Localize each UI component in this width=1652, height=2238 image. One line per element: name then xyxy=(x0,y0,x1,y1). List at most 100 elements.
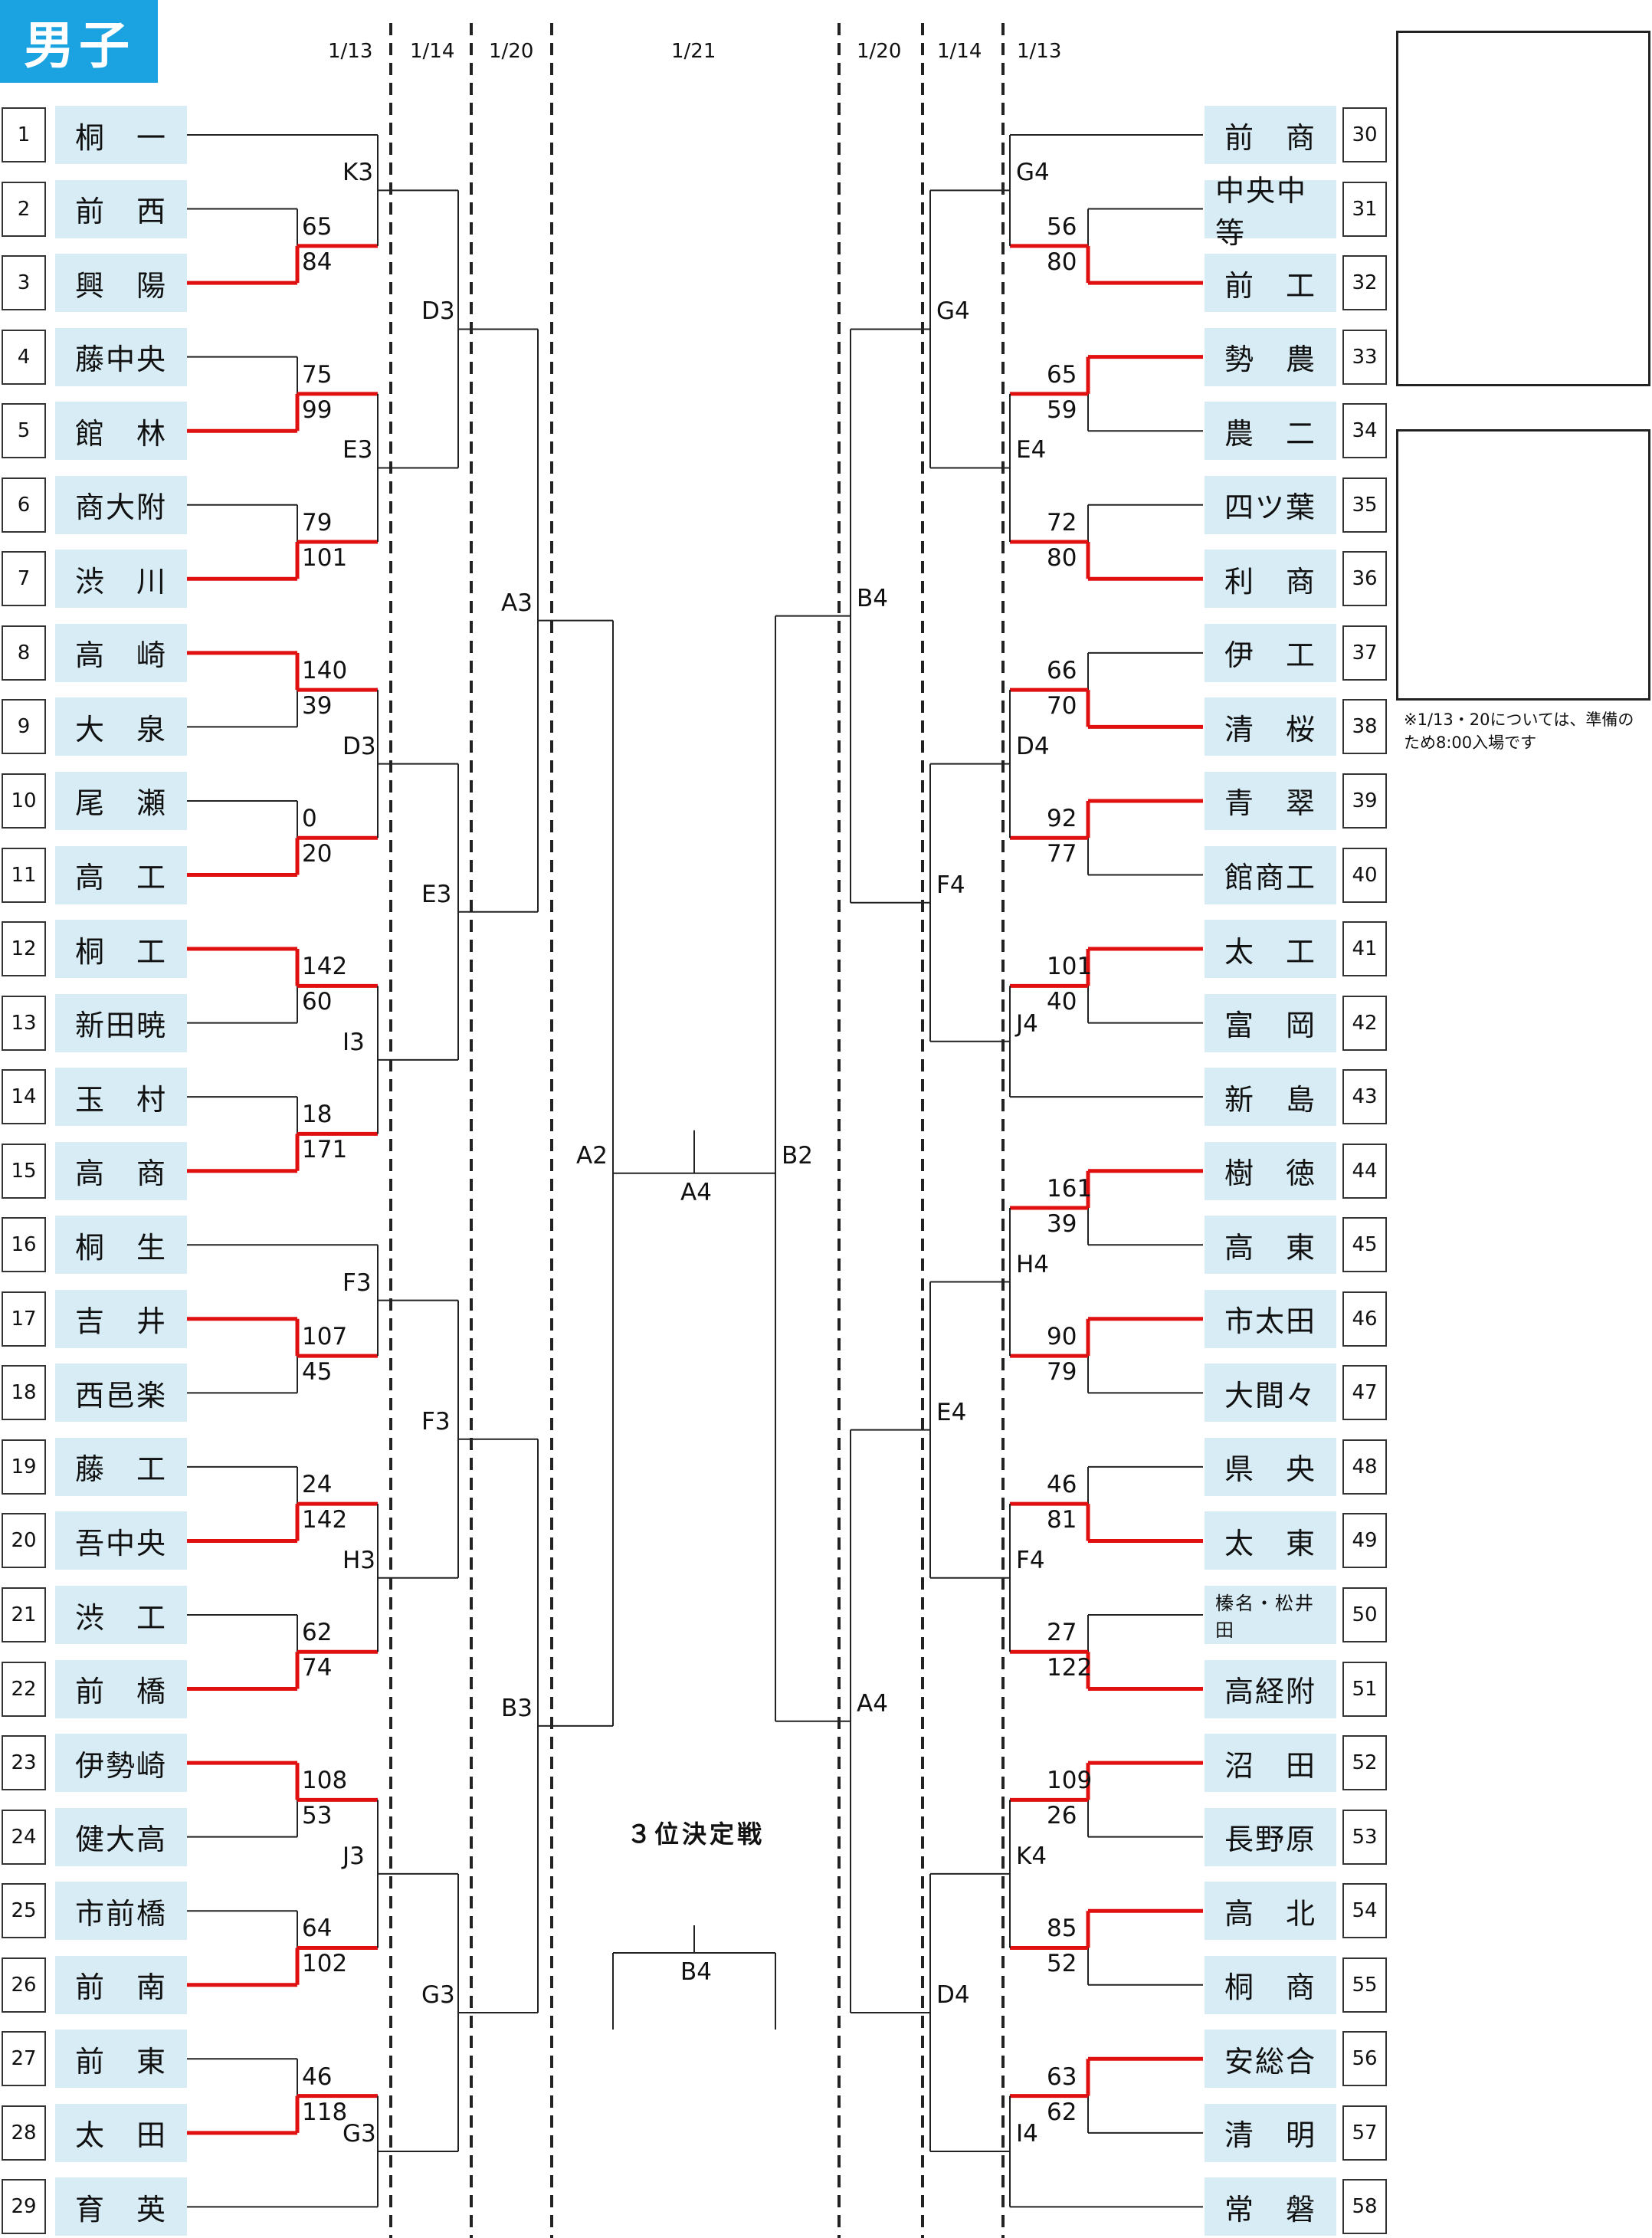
score-top: 101 xyxy=(1047,953,1093,981)
page-title: 男子 xyxy=(0,0,158,83)
seed-number: 44 xyxy=(1342,1143,1387,1199)
seed-number: 31 xyxy=(1342,181,1387,237)
seed-number: 47 xyxy=(1342,1365,1387,1421)
score-top: 75 xyxy=(302,360,333,389)
seed-number: 39 xyxy=(1342,773,1387,829)
score-top: 27 xyxy=(1047,1619,1077,1647)
seed-number: 58 xyxy=(1342,2179,1387,2235)
seed-number: 28 xyxy=(2,2105,46,2161)
score-bottom: 26 xyxy=(1047,1802,1077,1830)
score-top: 90 xyxy=(1047,1323,1077,1351)
score-bottom: 20 xyxy=(302,840,333,868)
seed-number: 50 xyxy=(1342,1587,1387,1642)
game-code: H3 xyxy=(343,1546,376,1574)
team-name: 利 商 xyxy=(1205,550,1336,609)
team-name: 市前橋 xyxy=(55,1882,187,1941)
score-top: 64 xyxy=(302,1915,333,1943)
team-name: 前 西 xyxy=(55,179,187,238)
seed-number: 24 xyxy=(2,1809,46,1865)
game-code: G3 xyxy=(343,2119,376,2148)
score-top: 107 xyxy=(302,1323,348,1351)
score-bottom: 60 xyxy=(302,988,333,1016)
third-place-title: ３位決定戦 xyxy=(627,1820,765,1849)
date-left-r3: 1/20 xyxy=(489,40,534,63)
seed-number: 35 xyxy=(1342,477,1387,533)
seed-number: 33 xyxy=(1342,329,1387,385)
team-name: 桐 生 xyxy=(55,1216,187,1275)
team-name: 大間々 xyxy=(1205,1363,1336,1423)
team-name: 前 橋 xyxy=(55,1659,187,1718)
score-bottom: 62 xyxy=(1047,2098,1077,2126)
game-code: F3 xyxy=(343,1268,372,1297)
game-code: G4 xyxy=(1016,159,1050,187)
game-code: D3 xyxy=(343,732,376,760)
team-name: 渋 工 xyxy=(55,1586,187,1644)
game-code: F3 xyxy=(421,1407,451,1436)
seed-number: 9 xyxy=(2,699,46,755)
seed-number: 22 xyxy=(2,1661,46,1717)
game-code: H4 xyxy=(1016,1250,1050,1278)
team-name: 吾中央 xyxy=(55,1511,187,1570)
game-code: E3 xyxy=(421,880,452,908)
team-name: 桐 一 xyxy=(55,106,187,164)
team-name: 県 央 xyxy=(1205,1437,1336,1496)
semifinal-code-left: A2 xyxy=(576,1141,608,1170)
seed-number: 3 xyxy=(2,255,46,311)
score-top: 92 xyxy=(1047,805,1077,833)
team-name: 常 磐 xyxy=(1205,2177,1336,2236)
seed-number: 1 xyxy=(2,107,46,162)
team-name: 館 林 xyxy=(55,402,187,461)
seed-number: 5 xyxy=(2,403,46,459)
score-top: 63 xyxy=(1047,2062,1077,2091)
seed-number: 46 xyxy=(1342,1291,1387,1347)
team-name: 桐 商 xyxy=(1205,1955,1336,2014)
game-code: A3 xyxy=(501,589,533,617)
team-name: 西邑楽 xyxy=(55,1363,187,1423)
seed-number: 36 xyxy=(1342,551,1387,607)
score-top: 108 xyxy=(302,1767,348,1795)
team-name: 前 工 xyxy=(1205,254,1336,313)
score-bottom: 39 xyxy=(1047,1209,1077,1238)
seed-number: 13 xyxy=(2,995,46,1051)
game-code: J3 xyxy=(343,1842,365,1870)
team-name: 育 英 xyxy=(55,2177,187,2236)
team-name: 勢 農 xyxy=(1205,327,1336,386)
seed-number: 45 xyxy=(1342,1217,1387,1273)
score-bottom: 70 xyxy=(1047,692,1077,720)
score-bottom: 81 xyxy=(1047,1506,1077,1534)
date-right-r3: 1/20 xyxy=(857,40,902,63)
game-code: K3 xyxy=(343,159,374,187)
score-top: 142 xyxy=(302,953,348,981)
seed-number: 17 xyxy=(2,1291,46,1347)
team-name: 前 南 xyxy=(55,1955,187,2014)
team-name: 青 翠 xyxy=(1205,771,1336,830)
seed-number: 21 xyxy=(2,1587,46,1642)
team-name: 前 商 xyxy=(1205,106,1336,164)
seed-number: 54 xyxy=(1342,1883,1387,1939)
score-top: 0 xyxy=(302,805,317,833)
seed-number: 48 xyxy=(1342,1439,1387,1495)
team-name: 商大附 xyxy=(55,475,187,534)
game-code: D4 xyxy=(936,1980,970,2009)
score-top: 66 xyxy=(1047,657,1077,685)
score-top: 65 xyxy=(302,212,333,241)
score-bottom: 122 xyxy=(1047,1654,1093,1682)
team-name: 玉 村 xyxy=(55,1068,187,1127)
team-name: 榛名・松井田 xyxy=(1205,1586,1336,1644)
team-name: 伊 工 xyxy=(1205,623,1336,682)
game-code: B3 xyxy=(501,1694,533,1722)
seed-number: 40 xyxy=(1342,847,1387,903)
date-right-r1: 1/13 xyxy=(1017,40,1062,63)
team-name: 健大高 xyxy=(55,1807,187,1866)
time-note: ※1/13・20については、準備のため8:00入場です xyxy=(1404,710,1634,752)
score-top: 46 xyxy=(302,2062,333,2091)
team-name: 高 崎 xyxy=(55,623,187,682)
team-name: 高経附 xyxy=(1205,1659,1336,1718)
team-name: 新田暁 xyxy=(55,993,187,1052)
seed-number: 55 xyxy=(1342,1957,1387,2013)
team-name: 長野原 xyxy=(1205,1807,1336,1866)
date-left-r1: 1/13 xyxy=(328,40,373,63)
score-bottom: 39 xyxy=(302,692,333,720)
seed-number: 51 xyxy=(1342,1661,1387,1717)
